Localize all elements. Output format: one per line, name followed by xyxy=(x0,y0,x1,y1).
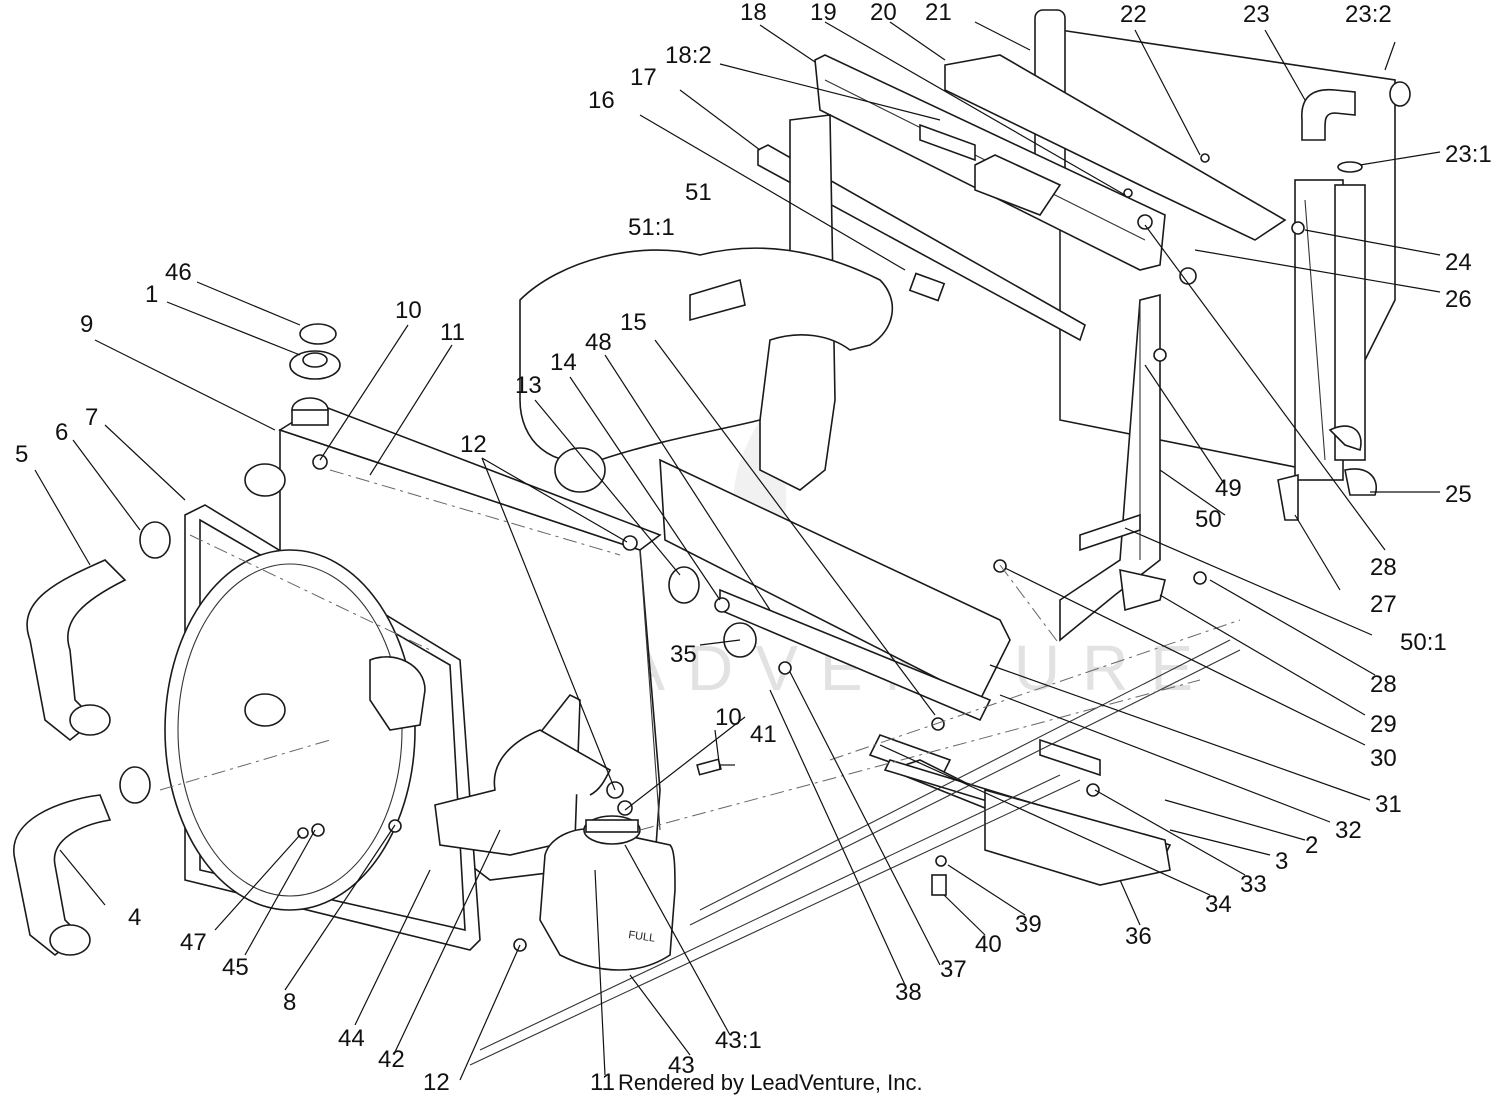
label-part-34: 34 xyxy=(1205,891,1232,918)
leader-lines xyxy=(34,21,1441,1081)
label-part-43-1: 43:1 xyxy=(715,1027,762,1054)
upper-support-bracket xyxy=(944,54,1287,241)
label-part-38: 38 xyxy=(895,979,922,1006)
part-labels: 46 1 9 10 11 5 6 7 12 13 14 48 15 16 17 … xyxy=(15,0,1492,1096)
label-part-35: 35 xyxy=(670,641,697,668)
label-part-41: 41 xyxy=(750,721,777,748)
label-part-50: 50 xyxy=(1195,506,1222,533)
label-part-17: 17 xyxy=(630,64,657,91)
label-part-43: 43 xyxy=(668,1052,695,1079)
label-part-39: 39 xyxy=(1015,911,1042,938)
radiator-inlet-stub xyxy=(244,463,286,727)
label-part-33: 33 xyxy=(1240,871,1267,898)
label-part-48: 48 xyxy=(585,329,612,356)
label-part-6: 6 xyxy=(55,419,68,446)
label-part-31: 31 xyxy=(1375,791,1402,818)
label-part-28-top: 28 xyxy=(1370,554,1397,581)
label-part-51: 51 xyxy=(685,179,712,206)
label-part-4: 4 xyxy=(128,904,141,931)
label-part-21: 21 xyxy=(925,0,952,26)
label-part-28-bottom: 28 xyxy=(1370,671,1397,698)
upper-radiator-hose xyxy=(26,559,127,742)
label-part-36: 36 xyxy=(1125,923,1152,950)
label-part-23-1: 23:1 xyxy=(1445,141,1492,168)
label-part-20: 20 xyxy=(870,0,897,26)
label-part-42: 42 xyxy=(378,1046,405,1073)
label-part-18-2: 18:2 xyxy=(665,42,712,69)
air-intake-duct xyxy=(519,247,894,493)
label-part-14: 14 xyxy=(550,349,577,376)
label-part-44: 44 xyxy=(338,1025,365,1052)
label-part-27: 27 xyxy=(1370,591,1397,618)
label-part-5: 5 xyxy=(15,441,28,468)
lower-radiator-hose xyxy=(13,794,112,957)
label-part-11-bottom: 11 xyxy=(590,1069,615,1096)
label-part-23-2: 23:2 xyxy=(1345,1,1392,28)
label-part-13: 13 xyxy=(515,372,542,399)
radiator-filler-neck xyxy=(291,397,329,426)
pedestal-bracket xyxy=(1119,568,1166,612)
label-part-19: 19 xyxy=(810,0,837,26)
support-rod xyxy=(757,144,1086,342)
label-part-10-top: 10 xyxy=(395,297,422,324)
assembly-dash-lines xyxy=(159,469,1241,831)
label-part-32: 32 xyxy=(1335,817,1362,844)
label-part-2: 2 xyxy=(1305,832,1318,859)
radiator-cap xyxy=(289,323,341,380)
label-part-45: 45 xyxy=(222,954,249,981)
label-part-12-bottom: 12 xyxy=(423,1069,450,1096)
label-part-37: 37 xyxy=(940,956,967,983)
label-part-10-bottom: 10 xyxy=(715,704,742,731)
fastener-group xyxy=(297,153,1305,952)
elbow-fitting xyxy=(1301,81,1411,173)
label-part-15: 15 xyxy=(620,309,647,336)
label-part-23: 23 xyxy=(1243,1,1270,28)
overflow-tank-bracket xyxy=(434,693,612,856)
label-part-46: 46 xyxy=(165,259,192,286)
label-part-29: 29 xyxy=(1370,711,1397,738)
render-credit-footer: Rendered by LeadVenture, Inc. xyxy=(618,1070,923,1095)
label-part-30: 30 xyxy=(1370,745,1397,772)
label-part-8: 8 xyxy=(283,989,296,1016)
label-part-7: 7 xyxy=(85,404,98,431)
label-part-16: 16 xyxy=(588,87,615,114)
label-part-9: 9 xyxy=(80,311,93,338)
label-part-49: 49 xyxy=(1215,475,1242,502)
hose-clamp-left xyxy=(119,521,171,804)
label-part-18: 18 xyxy=(740,0,767,26)
tank-full-marking: FULL xyxy=(628,929,656,945)
label-part-26: 26 xyxy=(1445,286,1472,313)
label-part-47: 47 xyxy=(180,929,207,956)
label-part-51-1: 51:1 xyxy=(628,214,675,241)
label-part-12-top: 12 xyxy=(460,431,487,458)
label-part-22: 22 xyxy=(1120,1,1147,28)
hose-clamp-right xyxy=(1277,425,1377,521)
label-part-24: 24 xyxy=(1445,249,1472,276)
label-part-3: 3 xyxy=(1275,848,1288,875)
decal-plates xyxy=(689,123,1141,552)
label-part-50-1: 50:1 xyxy=(1400,629,1447,656)
overflow-tank: FULL xyxy=(539,815,676,971)
label-part-40: 40 xyxy=(975,931,1002,958)
label-part-25: 25 xyxy=(1445,481,1472,508)
label-part-11-top: 11 xyxy=(440,319,465,346)
duct-box xyxy=(908,154,1062,302)
label-part-1: 1 xyxy=(145,281,158,308)
fan-shroud xyxy=(164,504,481,951)
rail-lower xyxy=(469,639,1241,1066)
